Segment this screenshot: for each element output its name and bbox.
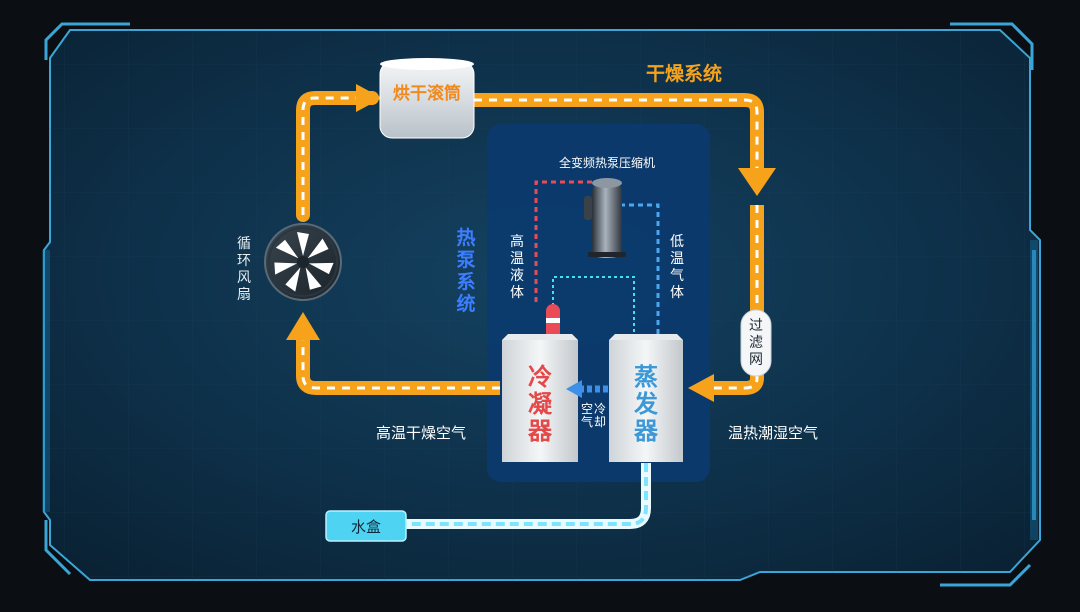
arrow-icon <box>286 312 320 340</box>
hot-dry-air-label: 高温干燥空气 <box>376 424 466 442</box>
drying-system-title: 干燥系统 <box>646 62 722 85</box>
fan-label: 循环风扇 <box>237 236 251 303</box>
compressor-label: 全变频热泵压缩机 <box>559 155 655 170</box>
evaporator-label: 蒸发器 <box>633 363 659 445</box>
drum-icon <box>379 58 475 139</box>
cyan-line <box>552 276 635 340</box>
condenser-unit <box>502 334 578 462</box>
low-temp-gas-label: 低温气体 <box>670 234 684 301</box>
high-temp-liquid-label: 高温液体 <box>510 233 524 301</box>
water-box-label: 水盒 <box>351 518 381 536</box>
air-cooling-label-col2: 冷却 <box>594 402 606 429</box>
expansion-valve-icon <box>546 304 560 340</box>
drying-loop <box>296 91 764 395</box>
low-temp-line <box>620 203 660 340</box>
high-temp-line <box>534 180 596 302</box>
drum-label: 烘干滚筒 <box>393 83 461 104</box>
heat-pump-system-title: 热泵系统 <box>456 226 475 315</box>
compressor-icon <box>584 178 626 258</box>
arrow-icon <box>738 168 776 196</box>
air-cooling-label-col1: 空气 <box>581 402 593 429</box>
arrow-icon <box>566 380 608 398</box>
evaporator-unit <box>609 334 683 462</box>
filter-icon <box>740 309 772 377</box>
water-box <box>325 510 407 542</box>
fan-icon <box>264 223 342 301</box>
warm-humid-air-label: 温热潮湿空气 <box>728 424 818 442</box>
arrow-icon <box>688 374 714 402</box>
arrow-icon <box>356 84 382 112</box>
filter-label: 过滤网 <box>749 318 763 368</box>
condenser-label: 冷凝器 <box>527 363 553 445</box>
